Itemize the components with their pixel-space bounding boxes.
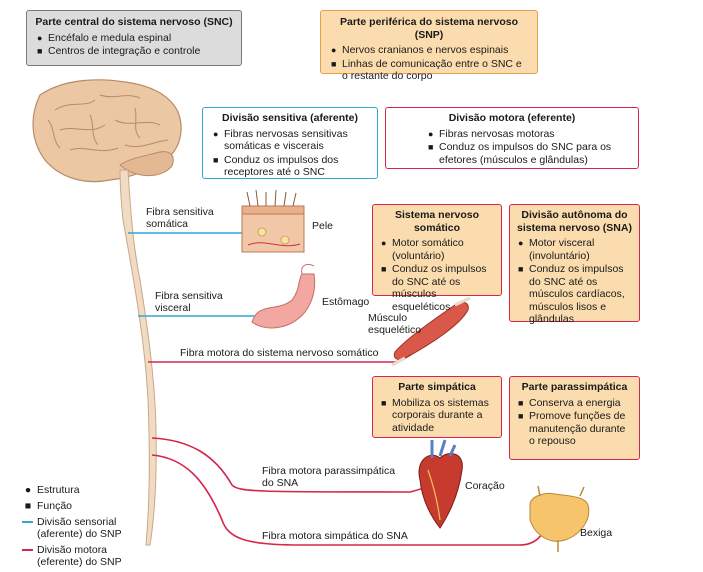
square-icon: ■ (24, 500, 32, 512)
snc-box: Parte central do sistema nervoso (SNC) ●… (26, 10, 242, 66)
bullet-icon: ● (213, 128, 219, 139)
bullet-icon: ● (518, 238, 524, 248)
label-fibra-visceral: Fibra sensitiva visceral (155, 290, 223, 314)
motora-box: Divisão motora (eferente) ●Fibras nervos… (385, 107, 639, 169)
bullet-icon: ● (37, 32, 43, 43)
label-fibra-motora-somatico: Fibra motora do sistema nervoso somático (180, 347, 379, 359)
brain-illustration (32, 79, 182, 183)
autonoma-item: ■Conduz os impulsos do SNC até os múscul… (518, 263, 625, 325)
parassimpatica-item: ■Promove funções de manutenção durante o… (518, 410, 626, 447)
autonoma-title: Divisão autônoma do sistema nervoso (SNA… (517, 209, 632, 234)
snp-box: Parte periférica do sistema nervoso (SNP… (320, 10, 538, 82)
label-fibra-parassimpatica: Fibra motora parassimpática do SNA (262, 465, 396, 489)
bullet-icon: ● (428, 128, 434, 139)
square-icon: ■ (381, 264, 387, 274)
simpatica-title: Parte simpática (398, 381, 476, 393)
snc-item: ■Centros de integração e controle (37, 45, 201, 57)
square-icon: ■ (213, 154, 219, 165)
sensitiva-box: Divisão sensitiva (aferente) ●Fibras ner… (202, 107, 378, 179)
square-icon: ■ (428, 142, 434, 152)
somatico-title: Sistema nervoso somático (394, 209, 480, 234)
bullet-icon: ● (24, 484, 32, 496)
label-coracao: Coração (465, 480, 505, 492)
snp-item: ●Nervos cranianos e nervos espinais (331, 44, 509, 56)
label-fibra-somatica: Fibra sensitiva somática (146, 206, 214, 230)
autonoma-box: Divisão autônoma do sistema nervoso (SNA… (509, 204, 640, 325)
afferent-line-icon (22, 521, 33, 523)
bladder-illustration (529, 485, 590, 552)
motora-title: Divisão motora (eferente) (448, 112, 576, 124)
somatico-item: ●Motor somático (voluntário) (381, 237, 464, 262)
heart-illustration (418, 439, 463, 529)
snp-item: ■Linhas de comunicação entre o SNC e o r… (331, 57, 522, 83)
stomach-illustration (251, 263, 316, 329)
snc-title: Parte central do sistema nervoso (SNC) (35, 16, 233, 28)
somatico-item: ■Conduz os impulsos do SNC até os múscul… (381, 263, 487, 313)
square-icon: ■ (331, 58, 337, 69)
label-estomago: Estômago (322, 296, 370, 308)
parassimpatica-title: Parte parassimpática (521, 381, 628, 393)
muscle-illustration (391, 296, 471, 367)
legend: ● Estrutura ■ Função Divisão sensorial (… (22, 484, 147, 572)
simpatica-item: ■Mobiliza os sistemas corporais durante … (381, 396, 489, 434)
efferent-line-icon (22, 549, 33, 551)
autonoma-item: ●Motor visceral (involuntário) (518, 237, 595, 262)
legend-item-estrutura: ● Estrutura (22, 484, 147, 496)
label-pele: Pele (312, 220, 334, 232)
sensitiva-item: ■Conduz os impulsos dos receptores até o… (213, 153, 339, 179)
legend-item-motora: Divisão motora (eferente) do SNP (22, 544, 147, 568)
spinal-cord (119, 169, 157, 546)
square-icon: ■ (381, 397, 387, 408)
legend-item-funcao: ■ Função (22, 500, 147, 512)
label-bexiga: Bexiga (580, 527, 613, 539)
sensitiva-title: Divisão sensitiva (aferente) (222, 112, 358, 124)
label-musculo: Músculo esquelético (368, 312, 422, 336)
somatico-box: Sistema nervoso somático ●Motor somático… (372, 204, 502, 313)
bullet-icon: ● (331, 45, 337, 55)
skin-illustration (241, 189, 305, 253)
square-icon: ■ (518, 397, 524, 408)
motora-item: ■Conduz os impulsos do SNC para os efeto… (428, 141, 612, 166)
simpatica-box: Parte simpática ■Mobiliza os sistemas co… (372, 376, 502, 438)
label-fibra-simpatica: Fibra motora simpática do SNA (262, 530, 408, 542)
bullet-icon: ● (381, 238, 387, 248)
parassimpatica-item: ■Conserva a energia (518, 396, 621, 409)
snp-title: Parte periférica do sistema nervoso (SNP… (340, 16, 518, 41)
square-icon: ■ (37, 46, 43, 56)
sensitiva-item: ●Fibras nervosas sensitivas somáticas e … (213, 127, 348, 153)
motora-item: ●Fibras nervosas motoras (428, 127, 555, 140)
square-icon: ■ (518, 264, 524, 274)
parassimpatica-box: Parte parassimpática ■Conserva a energia… (509, 376, 640, 460)
legend-item-sensorial: Divisão sensorial (aferente) do SNP (22, 516, 147, 540)
square-icon: ■ (518, 411, 524, 421)
snc-item: ●Encéfalo e medula espinal (37, 31, 172, 44)
